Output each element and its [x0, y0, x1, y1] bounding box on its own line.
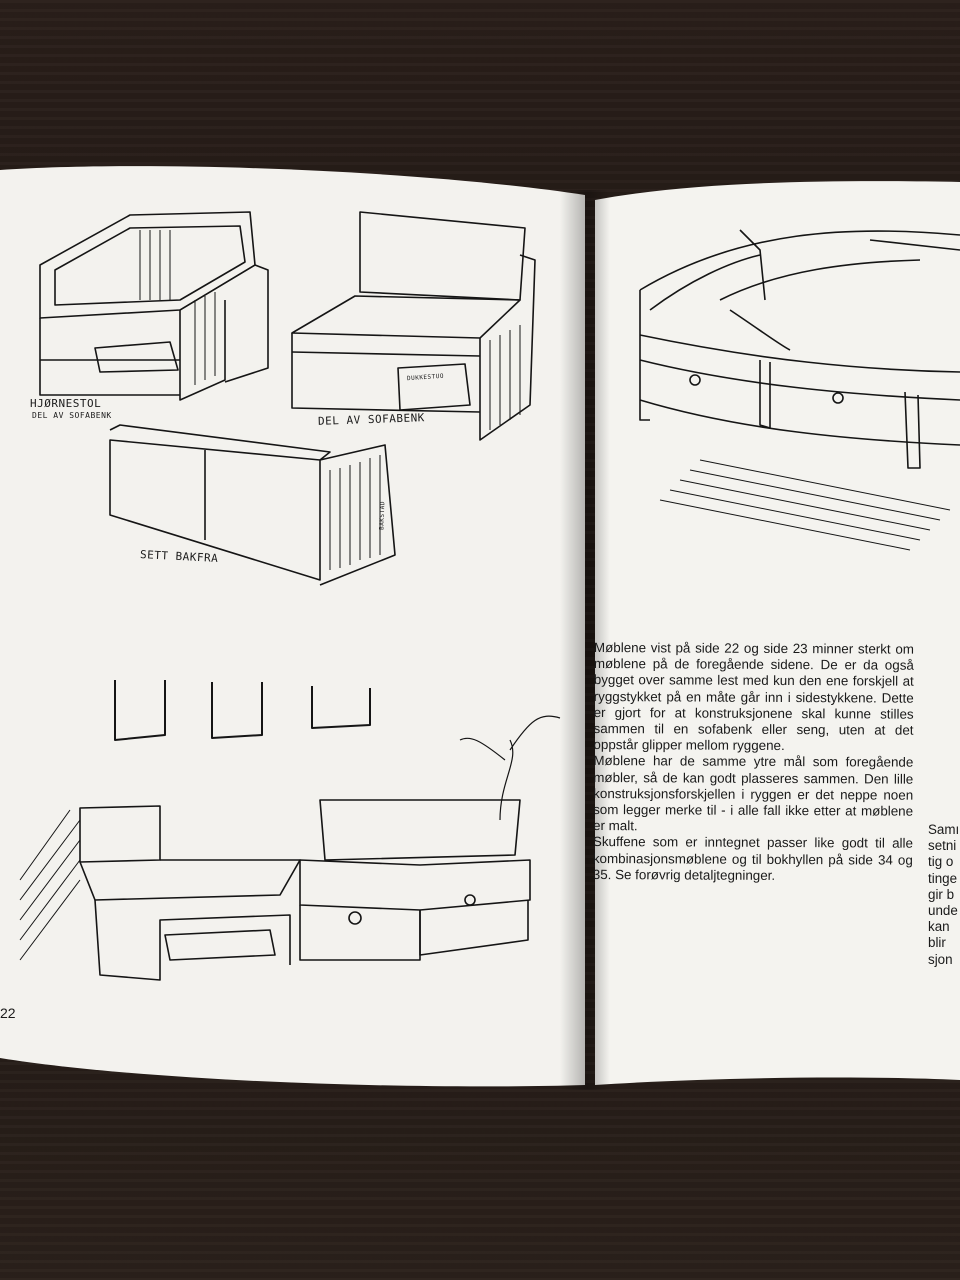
right-page — [595, 181, 960, 1086]
back-profile-diagrams — [114, 680, 371, 741]
fragment-line: kan — [928, 919, 950, 935]
fragment-line: tig o — [928, 854, 954, 870]
fragment-line: Samı — [928, 822, 960, 837]
fragment-line: tinge — [928, 870, 958, 886]
next-column-fragment: Samı setni tig o tinge gir b unde kan bl… — [928, 822, 960, 968]
corner-sofa-scene-drawing — [19, 715, 561, 981]
article-text: Møblene vist på side 22 og side 23 minne… — [593, 640, 914, 885]
left-page-illustrations — [19, 211, 561, 981]
page-number-left: 22 — [0, 1005, 16, 1021]
fragment-line: blir — [928, 935, 946, 951]
right-page-illustrations — [639, 229, 960, 551]
book-gutter — [560, 190, 610, 1090]
caption-corner-chair-sub: DEL AV SOFABENK — [32, 411, 112, 420]
sofa-rear-view-drawing — [109, 424, 396, 586]
fragment-line: setni — [928, 838, 957, 854]
sofa-part-drawing — [291, 211, 536, 441]
fragment-line: sjon — [928, 951, 953, 967]
bed-sofa-drawing — [639, 229, 960, 551]
paragraph-1: Møblene vist på side 22 og side 23 minne… — [593, 640, 914, 754]
corner-chair-drawing — [39, 211, 269, 401]
paragraph-3: Skuffene som er inntegnet passer like go… — [592, 834, 913, 883]
caption-corner-chair: HJØRNESTOL — [30, 397, 102, 410]
paragraph-2: Møblene har de samme ytre mål som foregå… — [592, 753, 914, 834]
fragment-line: gir b — [928, 886, 955, 902]
fragment-line: unde — [928, 903, 958, 919]
